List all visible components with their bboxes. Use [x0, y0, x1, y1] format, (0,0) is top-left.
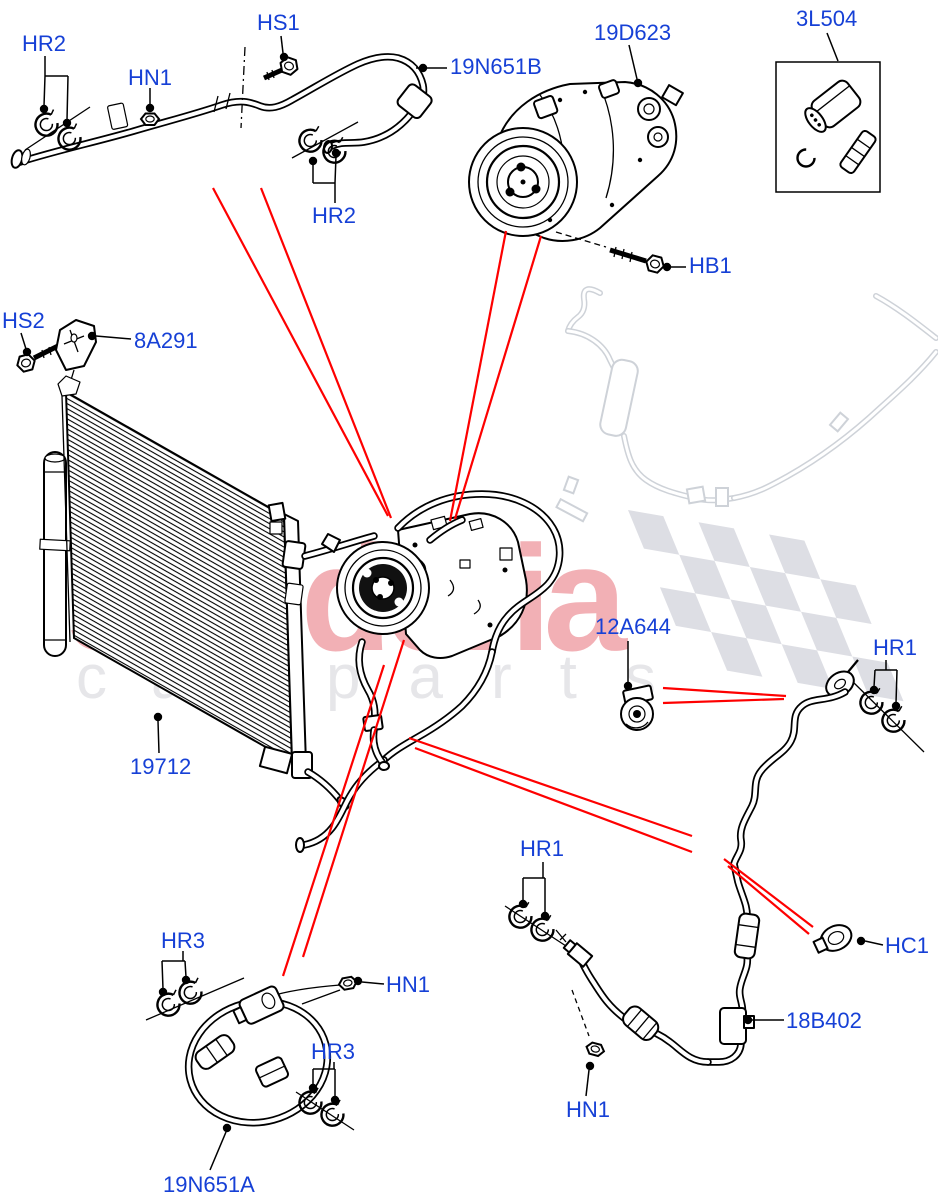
- part-label-hr3-19[interactable]: HR3: [311, 1039, 356, 1064]
- part-label-hr1-13[interactable]: HR1: [520, 836, 565, 861]
- part-label-hn1-16[interactable]: HN1: [566, 1097, 611, 1122]
- pipe-19n651b-art: [10, 46, 433, 169]
- part-label-hn1-1[interactable]: HN1: [128, 65, 173, 90]
- part-label-hc1-14[interactable]: HC1: [885, 933, 930, 958]
- pipe-18b402-art: [504, 659, 925, 1066]
- sensor-12a644-art: [620, 684, 654, 731]
- part-label-3l504-5[interactable]: 3L504: [796, 6, 858, 31]
- part-label-19n651b-3[interactable]: 19N651B: [450, 54, 542, 79]
- part-label-12a644-11[interactable]: 12A644: [595, 614, 671, 639]
- part-label-hs2-8[interactable]: HS2: [2, 308, 45, 333]
- part-label-8a291-9[interactable]: 8A291: [134, 328, 198, 353]
- part-label-hr1-12[interactable]: HR1: [873, 635, 918, 660]
- hose-19n651a-art: [145, 975, 359, 1131]
- installed-assembly-art: [295, 490, 564, 853]
- box-3l504-art: [775, 61, 881, 193]
- part-label-19d623-4[interactable]: 19D623: [594, 20, 672, 45]
- checkered-flag: [628, 510, 904, 702]
- bracket-8a291-art: [16, 319, 97, 391]
- part-label-hr2-0[interactable]: HR2: [22, 31, 67, 56]
- part-label-hn1-18[interactable]: HN1: [386, 972, 431, 997]
- part-label-hr3-17[interactable]: HR3: [161, 928, 206, 953]
- red-leader-lines: [212, 187, 814, 977]
- ghost-pipes-art: [555, 286, 938, 523]
- part-label-19712-10[interactable]: 19712: [130, 754, 192, 779]
- part-label-hr2-7[interactable]: HR2: [312, 203, 357, 228]
- compressor-19d623-art: [468, 79, 684, 274]
- part-label-19n651a-20[interactable]: 19N651A: [163, 1172, 255, 1197]
- black-leaders: [20, 32, 901, 1171]
- condenser-19712-art: [39, 375, 350, 810]
- part-label-hs1-2[interactable]: HS1: [257, 10, 300, 35]
- part-label-18b402-15[interactable]: 18B402: [786, 1008, 862, 1033]
- part-label-hb1-6[interactable]: HB1: [689, 253, 732, 278]
